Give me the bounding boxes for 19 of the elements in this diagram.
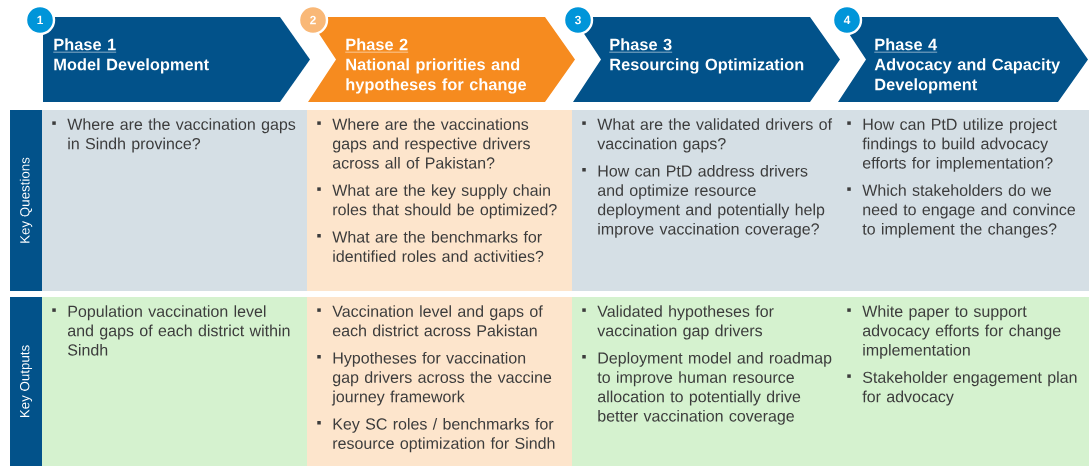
node-label: How can PtD utilize project findings to build advocacy efforts for implementation? — [862, 118, 1057, 172]
node-label: How can PtD address drivers and optimize resource deployment and potentially help improve vaccination coverage? — [597, 164, 825, 238]
node-label: Deployment model and roadmap to improve human resource allocation to potentially drive better vaccination coverage — [597, 351, 832, 425]
node-label: White paper to support advocacy efforts for change implementation — [862, 305, 1061, 359]
output-cell: Validated hypotheses for vaccination gap drivers Deployment model and roadmap to improve human resource allocation to potentially drive better vaccination coverage — [572, 297, 837, 466]
node-label: Validated hypotheses for vaccination gap drivers — [597, 305, 774, 340]
row-header-bar: Key Questions — [10, 110, 42, 291]
question-cell: How can PtD utilize project findings to build advocacy efforts for implementation? Which stakeholders do we need to engage and convince to implement the changes? — [837, 110, 1089, 291]
output-cell: Population vaccination level and gaps of each district within Sindh — [42, 297, 307, 466]
node-label: Stakeholder engagement plan for advocacy — [862, 371, 1077, 406]
question-cell: Where are the vaccination gaps in Sindh province? — [42, 110, 307, 291]
node-label: What are the validated drivers of vaccination gaps? — [597, 118, 833, 153]
node-label: Which stakeholders do we need to engage and convince to implement the changes? — [862, 184, 1075, 238]
output-cell: Vaccination level and gaps of each district across Pakistan Hypotheses for vaccination gap drivers across the vaccine journey framework Key SC roles / benchmarks for resource optimization for Sindh — [307, 297, 572, 466]
phase-chevron: Phase 1 Model Development — [43, 17, 310, 102]
row-header-bar: Key Outputs — [10, 297, 42, 466]
question-cell: What are the validated drivers of vaccination gaps? How can PtD address drivers and optimize resource deployment and potentially help improve vaccination coverage? — [572, 110, 837, 291]
question-cell: Where are the vaccinations gaps and respective drivers across all of Pakistan? What are the key supply chain roles that should be optimized? What are the benchmarks for identified roles and activities? — [307, 110, 572, 291]
output-cell: White paper to support advocacy efforts for change implementation Stakeholder engagement plan for advocacy — [837, 297, 1089, 466]
